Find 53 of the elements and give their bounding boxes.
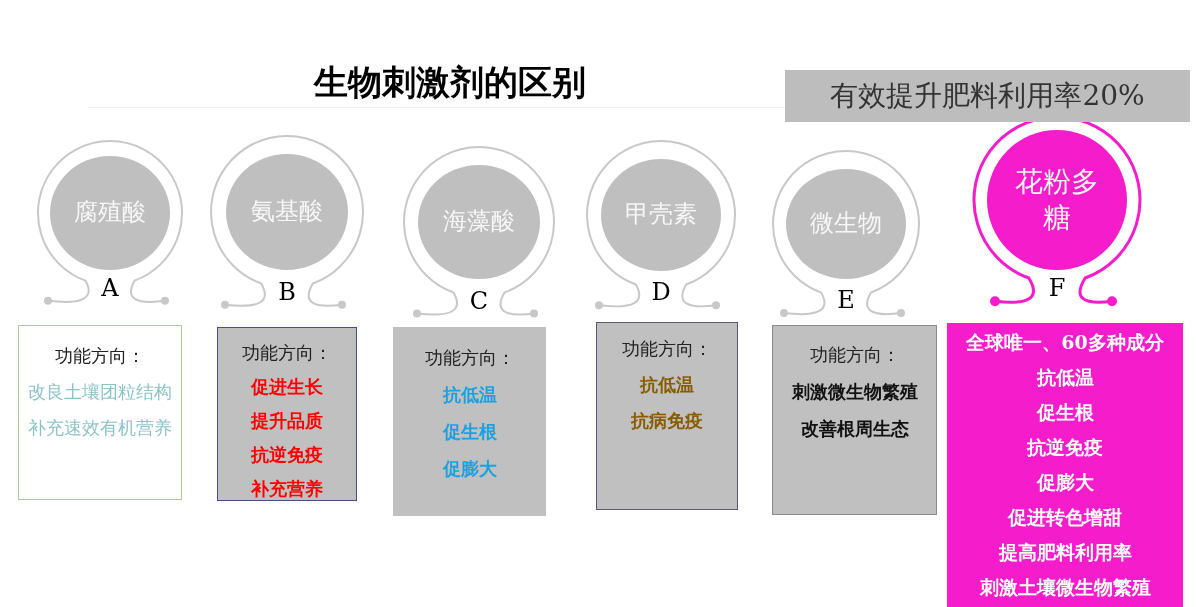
- feature-card: [217, 327, 357, 501]
- feature-text: 抗低温: [442, 383, 497, 407]
- ingredient-circle: [418, 165, 540, 279]
- feature-text: 全球唯一、60多种成分: [966, 330, 1164, 355]
- section-heading: 功能方向：: [55, 344, 145, 368]
- feature-card: [18, 325, 182, 500]
- letter-label: B: [277, 276, 297, 307]
- ingredient-circle: [601, 159, 721, 271]
- section-heading: 功能方向：: [242, 341, 332, 365]
- feature-text: 改善根周生态: [800, 417, 909, 441]
- section-heading: 功能方向：: [424, 346, 515, 370]
- highlight-banner: [785, 70, 1190, 122]
- ingredient-circle: [226, 154, 348, 270]
- feature-text: 促进转色增甜: [1008, 505, 1122, 530]
- ingredient-circle: [786, 169, 906, 279]
- ingredient-circle: [50, 156, 170, 270]
- feature-text: 促进生长: [251, 375, 323, 399]
- feature-text: 提升品质: [251, 409, 323, 433]
- letter-label: C: [468, 285, 490, 316]
- feature-card: [772, 325, 937, 515]
- ingredient-circle: [987, 130, 1127, 270]
- letter-label: A: [100, 272, 120, 303]
- feature-text: 提高肥料利用率: [998, 540, 1132, 565]
- diagram-title: 生物刺激剂的区别: [312, 61, 587, 104]
- letter-label: E: [836, 285, 856, 316]
- section-heading: 功能方向：: [622, 337, 712, 361]
- feature-text: 补充营养: [251, 477, 323, 501]
- letter-label: F: [1047, 273, 1067, 304]
- feature-text: 促生根: [442, 420, 497, 444]
- feature-text: 抗逆免疫: [1027, 435, 1103, 460]
- feature-text: 刺激微生物繁殖: [791, 380, 918, 404]
- feature-card: [393, 327, 546, 516]
- ingredient-name: 甲壳素: [625, 199, 697, 231]
- ingredient-name: 氨基酸: [251, 196, 323, 228]
- feature-text: 促膨大: [1036, 470, 1094, 495]
- feature-card: [947, 323, 1183, 607]
- feature-text: 抗低温: [640, 373, 694, 397]
- banner-text: 有效提升肥料利用率20%: [830, 78, 1145, 114]
- feature-text: 促膨大: [442, 457, 497, 481]
- ingredient-name: 腐殖酸: [74, 197, 146, 229]
- feature-text: 抗逆免疫: [251, 443, 323, 467]
- section-heading: 功能方向：: [809, 343, 900, 367]
- feature-text: 改良土壤团粒结构: [28, 380, 172, 404]
- feature-text: 抗低温: [1036, 365, 1094, 390]
- feature-text: 刺激土壤微生物繁殖: [979, 575, 1151, 600]
- ingredient-name: 海藻酸: [443, 206, 515, 238]
- ingredient-name: 微生物: [810, 208, 882, 240]
- feature-card: [596, 322, 738, 510]
- feature-text: 抗病免疫: [631, 409, 703, 433]
- letter-label: D: [650, 277, 672, 308]
- ingredient-name: 花粉多糖: [1014, 163, 1100, 236]
- feature-text: 促生根: [1036, 400, 1094, 425]
- feature-text: 补充速效有机营养: [28, 416, 172, 440]
